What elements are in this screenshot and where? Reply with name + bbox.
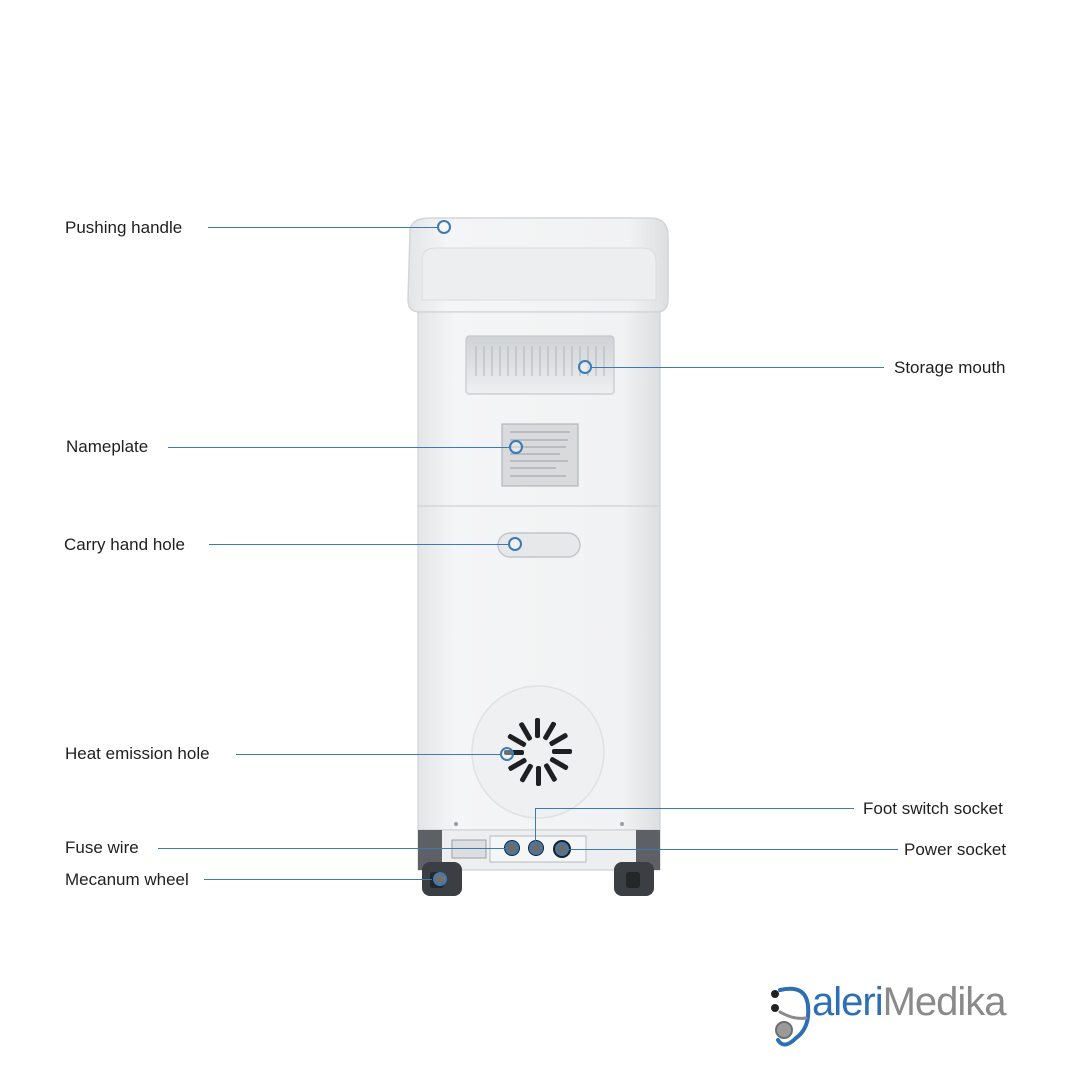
marker-carry-hand-hole	[508, 537, 522, 551]
stethoscope-icon	[771, 986, 811, 1047]
marker-power-socket	[555, 842, 569, 856]
marker-storage-mouth	[578, 360, 592, 374]
marker-pushing-handle	[437, 220, 451, 234]
leader-storage-mouth	[592, 367, 884, 368]
label-fuse-wire: Fuse wire	[65, 838, 139, 857]
label-carry-hand-hole: Carry hand hole	[64, 535, 185, 554]
label-mecanum-wheel: Mecanum wheel	[65, 870, 189, 889]
marker-foot-switch-socket	[529, 841, 543, 855]
heat-emission-vents	[504, 718, 572, 786]
marker-heat-emission-hole	[500, 747, 514, 761]
marker-mecanum-wheel	[433, 872, 447, 886]
leader-fuse-wire	[158, 848, 506, 849]
fuse-holder	[451, 839, 487, 859]
label-power-socket: Power socket	[904, 840, 1007, 859]
brand-name-part2: Medika	[882, 980, 1007, 1024]
label-nameplate: Nameplate	[66, 437, 149, 456]
brand-wordmark: aleriMedika	[812, 980, 1007, 1025]
marker-nameplate	[509, 440, 523, 454]
brand-logo: aleriMedika	[766, 980, 1036, 1060]
leader-nameplate	[168, 447, 510, 448]
leader-foot-switch-socket-vertical	[535, 808, 536, 841]
leader-pushing-handle	[208, 227, 439, 228]
leader-heat-emission-hole	[236, 754, 501, 755]
label-storage-mouth: Storage mouth	[894, 358, 1006, 377]
label-pushing-handle: Pushing handle	[65, 218, 183, 237]
leader-mecanum-wheel	[204, 879, 432, 880]
nameplate	[501, 423, 579, 487]
label-foot-switch-socket: Foot switch socket	[863, 799, 1003, 818]
leader-foot-switch-socket	[536, 808, 854, 809]
label-heat-emission-hole: Heat emission hole	[65, 744, 210, 763]
brand-name-part1: aleri	[812, 980, 884, 1024]
leader-carry-hand-hole	[209, 544, 509, 545]
leader-power-socket	[568, 849, 898, 850]
marker-fuse-wire	[505, 841, 519, 855]
